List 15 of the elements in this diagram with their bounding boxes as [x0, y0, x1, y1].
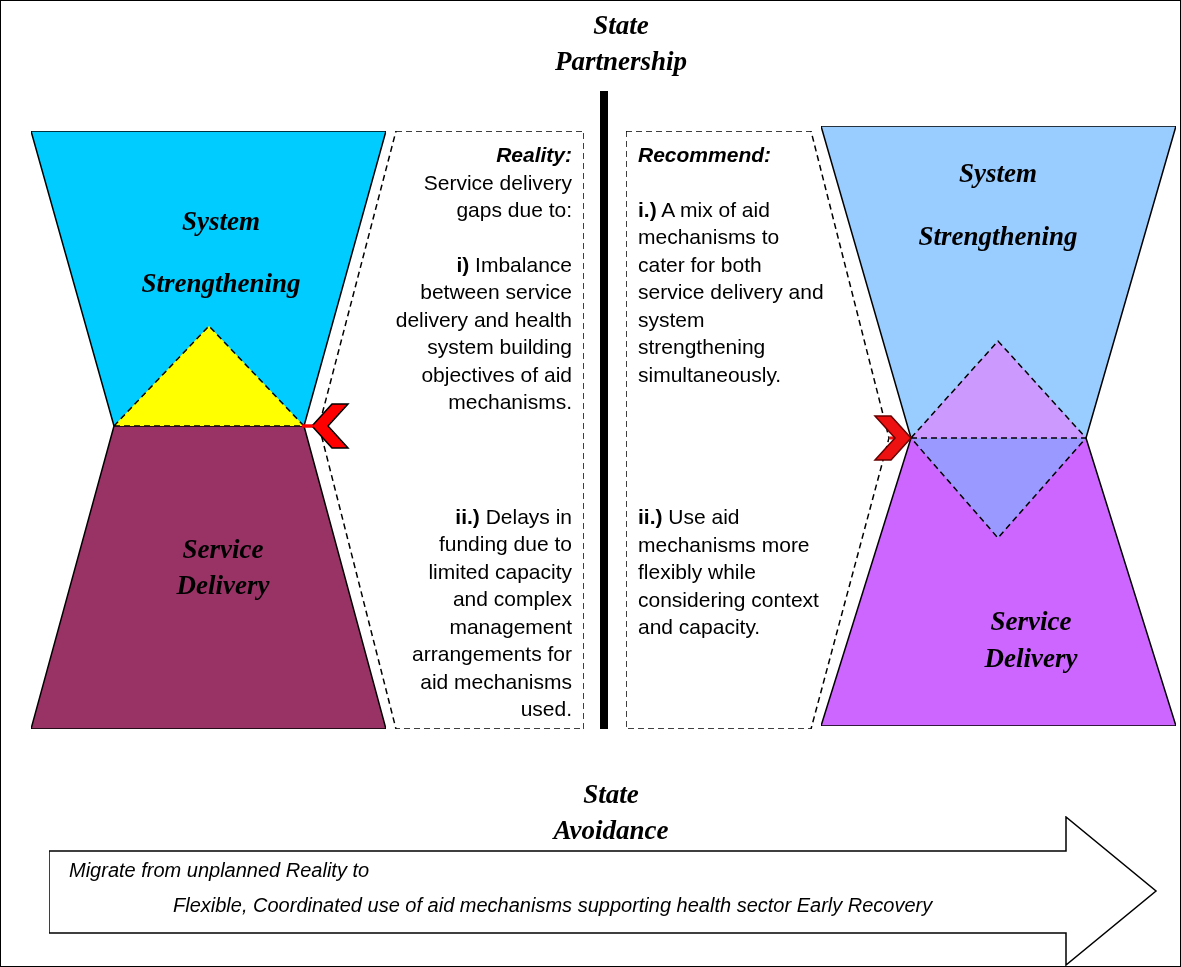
body-text: ii.) Use aid mechanisms more flexibly while considering context and capacity.	[638, 504, 820, 640]
section-heading: Recommend:	[638, 142, 773, 168]
shape-label: System Strengthening	[918, 157, 1078, 253]
shape-label: System Strengthening	[141, 205, 301, 300]
axis-label: State Partnership	[555, 9, 687, 78]
arrow-text: Flexible, Coordinated use of aid mechanisms supporting health sector Early Recovery	[173, 893, 933, 917]
axis-label: State Avoidance	[553, 778, 669, 847]
body-text: i) Imbalance between service delivery and health system building objectives of aid mechanisms.	[394, 251, 572, 415]
arrow-text: Migrate from unplanned Reality to	[69, 858, 370, 882]
section-heading: Reality:	[495, 142, 572, 168]
body-text: i.) A mix of aid mechanisms to cater for both service delivery and system strengthening simultaneously.	[638, 196, 825, 388]
body-text: ii.) Delays in funding due to limited capacity and complex management arrangements for aid mechanisms used.	[411, 503, 572, 722]
shape-label: Service Delivery	[176, 533, 270, 602]
body-text: Service delivery gaps due to:	[422, 169, 572, 223]
shape-label: Service Delivery	[984, 605, 1078, 675]
